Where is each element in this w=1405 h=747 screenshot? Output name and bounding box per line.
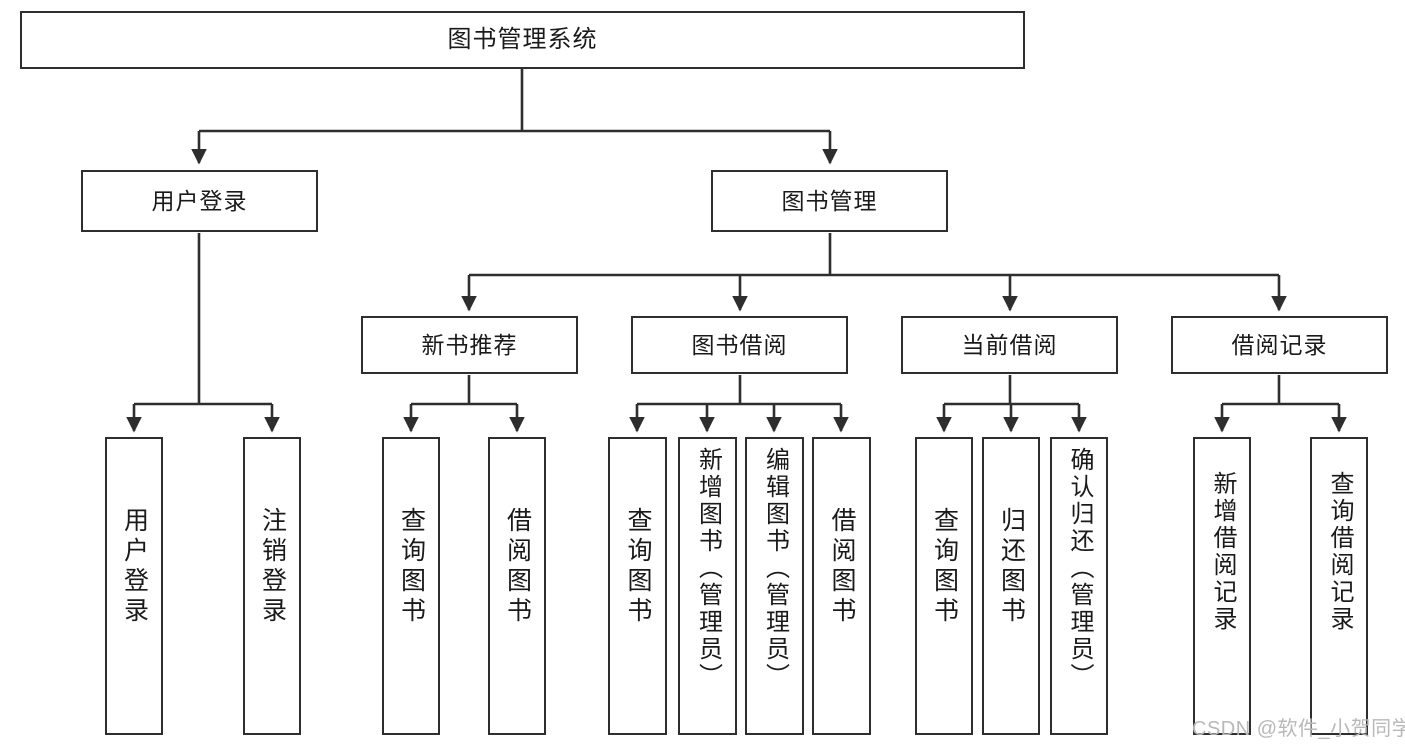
node-label: 查询图书 [397,507,426,627]
node-label: 新增借阅记录 [1209,471,1236,633]
node-user-login[interactable]: 用户登录 [81,170,318,232]
leaf-book-borrow-add-book-admin[interactable]: 新增图书（管理员） [678,437,737,735]
leaf-book-borrow-edit-book-admin[interactable]: 编辑图书（管理员） [745,437,804,735]
csdn-watermark: CSDN @软件_小贺同学 [1192,718,1405,740]
node-label: 查询图书 [624,507,652,627]
node-label: 用户登录 [120,507,149,627]
node-new-book-recommend[interactable]: 新书推荐 [361,316,578,374]
node-label: 借阅记录 [1231,331,1328,358]
node-label: 查询借阅记录 [1326,471,1353,633]
node-label: 当前借阅 [961,331,1058,358]
node-book-borrow[interactable]: 图书借阅 [631,316,848,374]
leaf-current-borrow-query-books[interactable]: 查询图书 [915,437,973,735]
leaf-current-borrow-return-books[interactable]: 归还图书 [982,437,1040,735]
node-root-book-management-system[interactable]: 图书管理系统 [20,11,1025,69]
node-label: 新书推荐 [421,331,518,358]
node-label: 查询图书 [930,507,959,627]
leaf-book-borrow-borrow-books[interactable]: 借阅图书 [812,437,871,735]
node-current-borrow[interactable]: 当前借阅 [901,316,1118,374]
node-label: 用户登录 [151,187,248,214]
leaf-book-borrow-query-books[interactable]: 查询图书 [608,437,667,735]
node-label: 图书管理 [781,187,878,214]
node-label: 借阅图书 [503,507,532,627]
leaf-new-book-borrow-books[interactable]: 借阅图书 [488,437,546,735]
node-label: 归还图书 [997,507,1026,627]
leaf-borrow-records-add-record[interactable]: 新增借阅记录 [1193,437,1251,735]
leaf-user-login-logout[interactable]: 注销登录 [243,437,301,735]
leaf-user-login-login[interactable]: 用户登录 [105,437,163,735]
node-label: 借阅图书 [828,507,856,627]
node-label: 图书管理系统 [447,26,598,54]
node-label: 确认归还（管理员） [1066,447,1093,690]
node-label: 编辑图书（管理员） [761,447,789,690]
node-label: 图书借阅 [691,331,788,358]
node-borrow-records[interactable]: 借阅记录 [1171,316,1388,374]
leaf-new-book-query-books[interactable]: 查询图书 [382,437,440,735]
leaf-borrow-records-query-record[interactable]: 查询借阅记录 [1310,437,1368,735]
node-label: 注销登录 [258,507,287,627]
node-label: 新增图书（管理员） [694,447,722,690]
leaf-current-borrow-confirm-return-admin[interactable]: 确认归还（管理员） [1050,437,1108,735]
node-book-management[interactable]: 图书管理 [711,170,948,232]
